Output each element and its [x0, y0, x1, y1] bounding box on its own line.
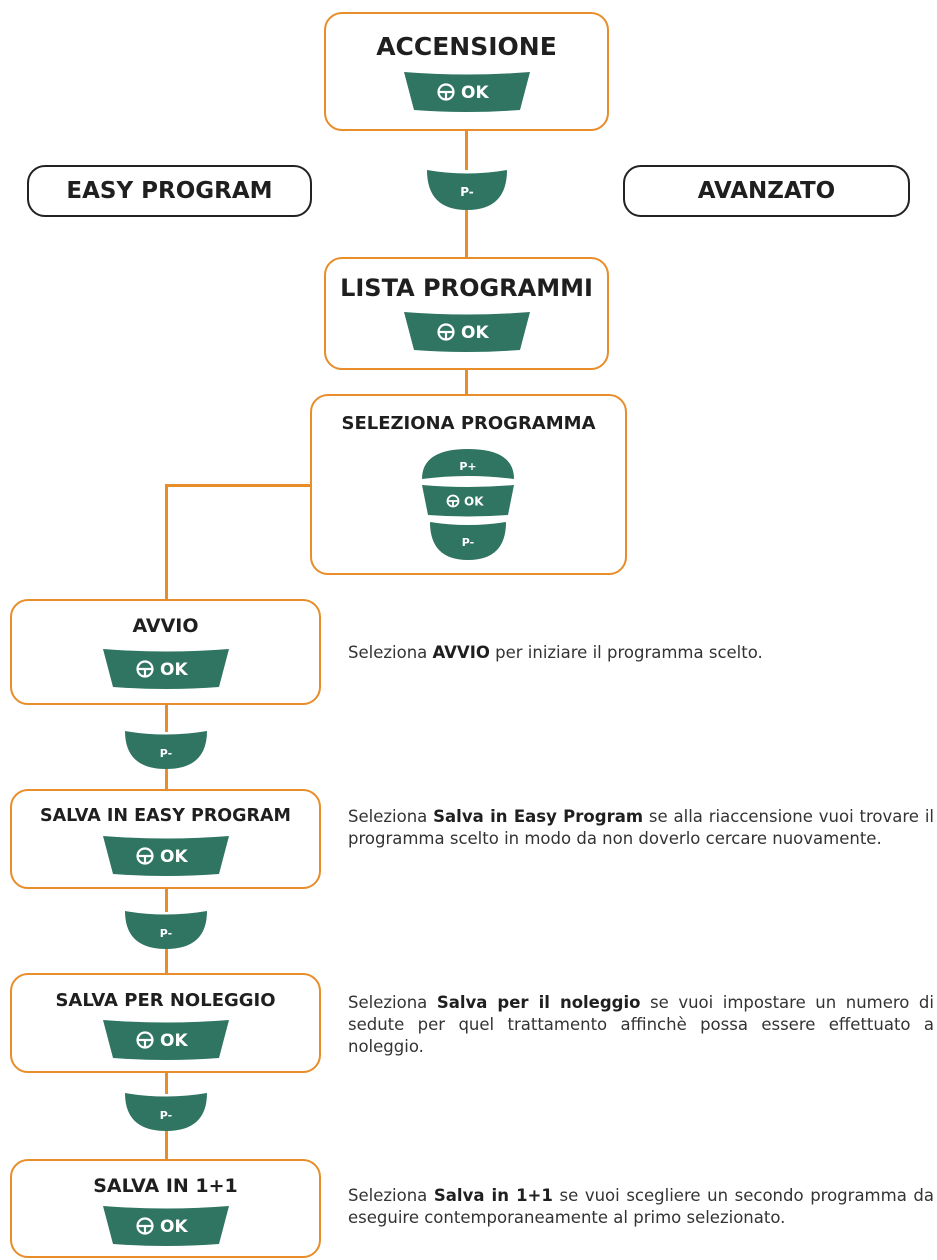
- description-text: Seleziona: [348, 643, 433, 662]
- description-text: se vuoi scegliere un secondo programma d…: [348, 1186, 935, 1227]
- description-keyword: Salva in Easy Program: [433, 807, 644, 826]
- ok-label: OK: [160, 847, 188, 867]
- description-text: Seleziona: [348, 1186, 434, 1205]
- p-minus-label: P-: [160, 747, 172, 760]
- node-accensione: ACCENSIONE OK: [324, 12, 609, 131]
- connector-salva-easy-pminus: [165, 888, 168, 912]
- node-avvio: AVVIO OK: [10, 599, 321, 705]
- ok-label: OK: [464, 495, 484, 509]
- ok-button[interactable]: OK: [101, 1204, 231, 1246]
- node-title: AVVIO: [132, 615, 199, 637]
- node-title: SELEZIONA PROGRAMMA: [341, 413, 596, 434]
- node-title: LISTA PROGRAMMI: [340, 274, 593, 302]
- connector-avvio-pminus: [165, 704, 168, 732]
- steering-wheel-icon: [437, 323, 455, 341]
- p-minus-button[interactable]: P-: [125, 731, 207, 769]
- ok-label: OK: [160, 660, 188, 680]
- description-text: se alla riaccensione vuoi trovare il pro…: [348, 807, 934, 848]
- p-minus-button[interactable]: P-: [430, 522, 506, 560]
- p-minus-button[interactable]: P-: [125, 1093, 207, 1131]
- description-keyword: Salva per il noleggio: [436, 993, 641, 1012]
- node-easy-program: EASY PROGRAM: [27, 165, 312, 217]
- p-minus-label: P-: [460, 185, 474, 199]
- ok-label: OK: [461, 83, 489, 103]
- p-plus-button[interactable]: P+: [422, 449, 514, 479]
- steering-wheel-icon: [136, 1217, 154, 1235]
- node-title: SALVA PER NOLEGGIO: [55, 990, 276, 1011]
- node-lista-programmi: LISTA PROGRAMMI OK: [324, 257, 609, 370]
- ok-label: OK: [160, 1031, 188, 1051]
- description-keyword: AVVIO: [432, 643, 490, 662]
- ok-button[interactable]: OK: [402, 310, 532, 352]
- ok-button[interactable]: OK: [101, 1018, 231, 1060]
- steering-wheel-icon: [446, 494, 460, 508]
- connector-salva-noleggio-pminus: [165, 1072, 168, 1094]
- connector-pminus-salva-easy: [165, 768, 168, 790]
- ok-button[interactable]: OK: [422, 483, 514, 517]
- steering-wheel-icon: [136, 660, 154, 678]
- ok-label: OK: [461, 323, 489, 343]
- node-salva-easy-program: SALVA IN EASY PROGRAM OK: [10, 789, 321, 889]
- connector-pminus-lista: [465, 210, 468, 258]
- p-minus-label: P-: [160, 927, 172, 940]
- p-minus-label: P-: [462, 536, 474, 549]
- p-minus-button[interactable]: P-: [427, 170, 507, 210]
- description-keyword: Salva in 1+1: [433, 1186, 553, 1205]
- ok-button[interactable]: OK: [402, 70, 532, 112]
- description-text: Seleziona: [348, 993, 437, 1012]
- connector-pminus-salva-1-1: [165, 1130, 168, 1160]
- steering-wheel-icon: [437, 83, 455, 101]
- description-avvio: Seleziona AVVIO per iniziare il programm…: [348, 642, 934, 664]
- connector-pminus-salva-noleggio: [165, 948, 168, 974]
- ok-button[interactable]: OK: [101, 834, 231, 876]
- description-salva-in-1-1: Seleziona Salva in 1+1 se vuoi scegliere…: [348, 1185, 934, 1229]
- node-title: AVANZATO: [697, 178, 836, 204]
- description-text: per iniziare il programma scelto.: [489, 643, 763, 662]
- node-title: SALVA IN EASY PROGRAM: [40, 806, 291, 826]
- connector-seleziona-left: [165, 484, 311, 487]
- node-title: EASY PROGRAM: [66, 178, 273, 204]
- steering-wheel-icon: [136, 847, 154, 865]
- ok-label: OK: [160, 1217, 188, 1237]
- node-seleziona-programma: SELEZIONA PROGRAMMA P+ OK P-: [310, 394, 627, 575]
- p-plus-label: P+: [459, 460, 476, 473]
- ok-button[interactable]: OK: [101, 647, 231, 689]
- description-salva-easy-program: Seleziona Salva in Easy Program se alla …: [348, 806, 934, 850]
- node-title: SALVA IN 1+1: [93, 1175, 238, 1197]
- steering-wheel-icon: [136, 1031, 154, 1049]
- connector-lista-seleziona: [465, 369, 468, 395]
- description-text: se vuoi impostare un numero di sedute pe…: [348, 993, 934, 1056]
- description-text: Seleziona: [348, 807, 434, 826]
- node-title: ACCENSIONE: [376, 32, 557, 61]
- connector-left-avvio: [165, 484, 168, 600]
- node-salva-in-1-1: SALVA IN 1+1 OK: [10, 1159, 321, 1258]
- node-salva-per-noleggio: SALVA PER NOLEGGIO OK: [10, 973, 321, 1073]
- node-avanzato: AVANZATO: [623, 165, 910, 217]
- connector-accensione-pminus: [465, 130, 468, 170]
- p-minus-button[interactable]: P-: [125, 911, 207, 949]
- description-salva-per-noleggio: Seleziona Salva per il noleggio se vuoi …: [348, 992, 934, 1058]
- p-minus-label: P-: [160, 1109, 172, 1122]
